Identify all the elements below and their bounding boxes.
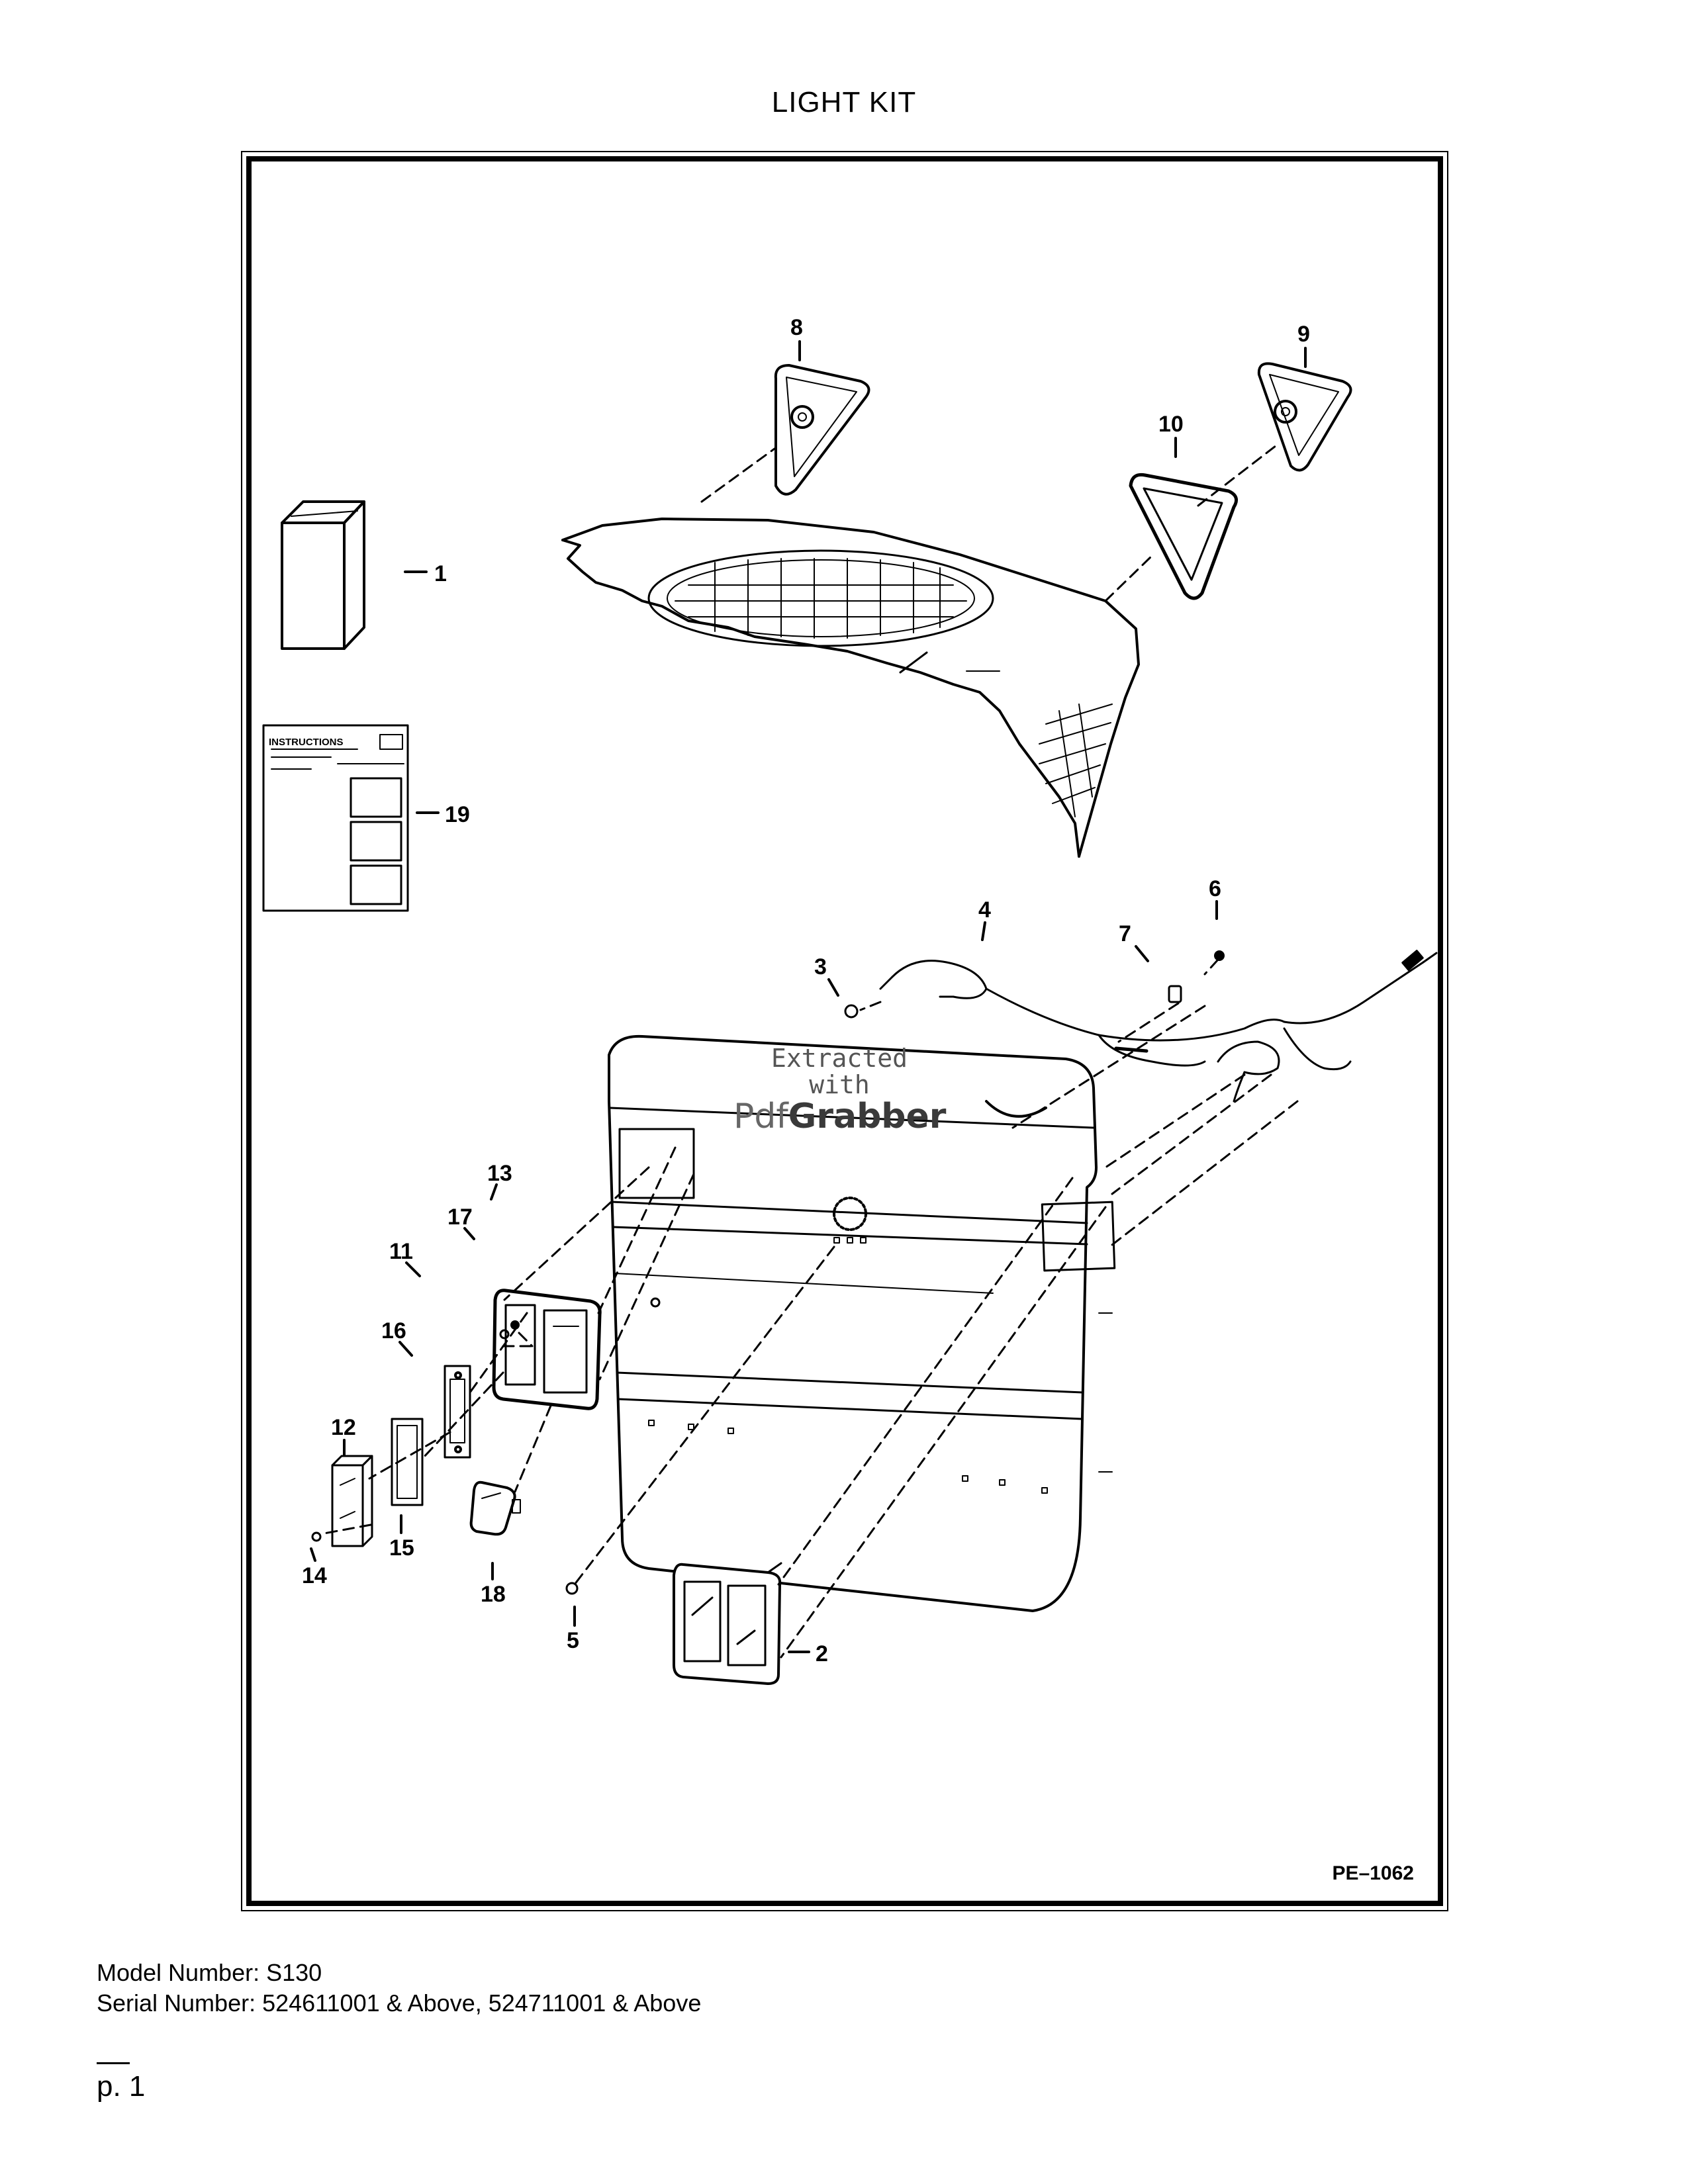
callout-7: 7: [1119, 921, 1131, 946]
callout-15: 15: [389, 1535, 414, 1561]
callout-1: 1: [434, 561, 447, 586]
cab-roof: [561, 518, 1140, 858]
part-2-switch-panel: [673, 1562, 782, 1685]
callout-12: 12: [331, 1415, 356, 1440]
part-15-lens: [391, 1418, 424, 1506]
callout-19: 19: [445, 802, 470, 827]
callout-17: 17: [447, 1205, 473, 1230]
parts-diagram: 8 9 10 1 19 4 6 7 3 13 17 11 16 12 15 18…: [241, 151, 1448, 1911]
watermark-line-2: with: [809, 1069, 870, 1099]
page-number: p. 1: [97, 2070, 146, 2103]
instruction-sheet-heading: INSTRUCTIONS: [269, 737, 344, 748]
watermark-line-1: Extracted: [771, 1044, 908, 1073]
part-3-nut: [844, 1004, 859, 1019]
pdfgrabber-watermark: Extracted with PdfGrabber: [733, 1044, 947, 1136]
callout-11: 11: [389, 1239, 413, 1264]
footer-rule: [97, 2062, 130, 2064]
watermark-brand-bold: Grabber: [788, 1096, 947, 1136]
serial-number: Serial Number: 524611001 & Above, 524711…: [97, 1989, 702, 2017]
exploded-view-drawing: 8 9 10 1 19 4 6 7 3 13 17 11 16 12 15 18…: [262, 315, 1438, 1685]
callout-2: 2: [816, 1641, 828, 1666]
document-footer: Model Number: S130 Serial Number: 524611…: [97, 1958, 701, 2019]
rear-panel: [608, 1034, 1116, 1612]
callout-3: 3: [814, 954, 827, 979]
part-19-instruction-sheet: [262, 724, 409, 912]
part-4-harness: [879, 950, 1438, 1103]
callout-8: 8: [790, 315, 803, 340]
assembly-lines: [319, 442, 1299, 1659]
callout-5: 5: [567, 1628, 579, 1653]
part-6-screw: [1214, 950, 1225, 961]
plate-id: PE–1062: [1332, 1862, 1414, 1884]
callout-6: 6: [1209, 876, 1221, 901]
callout-10: 10: [1158, 412, 1184, 437]
part-11-bezel: [492, 1289, 602, 1410]
model-number: Model Number: S130: [97, 1959, 322, 1986]
watermark-brand: PdfGrabber: [733, 1096, 947, 1136]
part-17-nut: [499, 1329, 510, 1340]
part-10-gasket: [1129, 473, 1239, 600]
part-8-light: [774, 364, 870, 496]
callout-14: 14: [302, 1563, 327, 1588]
part-9-light: [1257, 362, 1352, 472]
page-title: LIGHT KIT: [771, 86, 917, 118]
part-18-rocker: [469, 1480, 521, 1536]
part-1-box: [281, 500, 365, 650]
part-12-switch: [331, 1455, 373, 1547]
callout-16: 16: [381, 1318, 406, 1343]
part-7-clip: [1168, 985, 1182, 1003]
callout-leaders: [310, 340, 1307, 1653]
callout-4: 4: [978, 897, 991, 923]
part-14-screw: [311, 1531, 322, 1542]
callout-18: 18: [481, 1582, 506, 1607]
watermark-brand-light: Pdf: [733, 1096, 788, 1136]
callout-13: 13: [487, 1161, 512, 1186]
callout-9: 9: [1297, 322, 1310, 347]
part-5-washer: [565, 1582, 579, 1595]
